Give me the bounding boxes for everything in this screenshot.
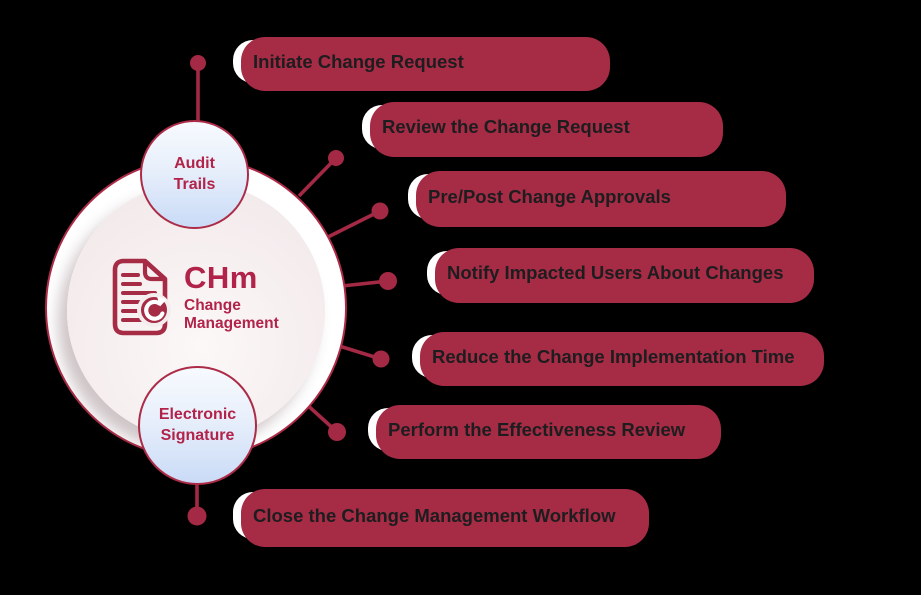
step-label: Review the Change Request bbox=[382, 116, 630, 137]
connector-dot bbox=[328, 423, 346, 441]
step-label: Pre/Post Change Approvals bbox=[428, 185, 671, 207]
central-hub-label: CHm Change Management bbox=[184, 262, 279, 332]
connector-line bbox=[297, 156, 338, 198]
step-label: Close the Change Management Workflow bbox=[253, 504, 616, 526]
satellite-label: Signature bbox=[160, 426, 235, 444]
step-label: Perform the Effectiveness Review bbox=[388, 418, 686, 440]
step-label: Initiate Change Request bbox=[253, 50, 464, 72]
connector-dot bbox=[190, 55, 206, 71]
product-code: CHm bbox=[184, 260, 258, 296]
connector-dot bbox=[379, 272, 397, 290]
satellite-audit-trails: Audit Trails bbox=[140, 120, 249, 229]
satellite-label: Trails bbox=[173, 175, 216, 193]
document-refresh-icon bbox=[112, 258, 171, 336]
connector-dots bbox=[187, 55, 397, 526]
step-pill-initiate-change-request: Initiate Change Request bbox=[233, 37, 610, 91]
satellite-electronic-signature: Electronic Signature bbox=[138, 366, 257, 485]
step-label: Notify Impacted Users About Changes bbox=[447, 262, 784, 283]
connector-dot bbox=[372, 350, 390, 368]
connector-dot bbox=[371, 202, 389, 220]
satellite-label: Audit bbox=[174, 154, 215, 172]
satellite-label: Electronic bbox=[158, 405, 237, 423]
step-pill-pre-post-change-approvals: Pre/Post Change Approvals bbox=[408, 171, 786, 227]
step-pill-effectiveness-review: Perform the Effectiveness Review bbox=[368, 405, 721, 459]
connector-dot bbox=[328, 150, 344, 166]
step-pill-notify-impacted-users: Notify Impacted Users About Changes bbox=[427, 248, 814, 303]
step-pill-close-workflow: Close the Change Management Workflow bbox=[233, 489, 649, 547]
step-pill-reduce-implementation-time: Reduce the Change Implementation Time bbox=[412, 332, 824, 386]
step-pill-review-change-request: Review the Change Request bbox=[362, 102, 723, 157]
central-hub-content: CHm Change Management bbox=[109, 257, 279, 337]
connector-line bbox=[327, 209, 381, 239]
connector-dot bbox=[187, 506, 207, 526]
product-name: Change Management bbox=[184, 297, 279, 332]
step-label: Reduce the Change Implementation Time bbox=[432, 345, 795, 367]
